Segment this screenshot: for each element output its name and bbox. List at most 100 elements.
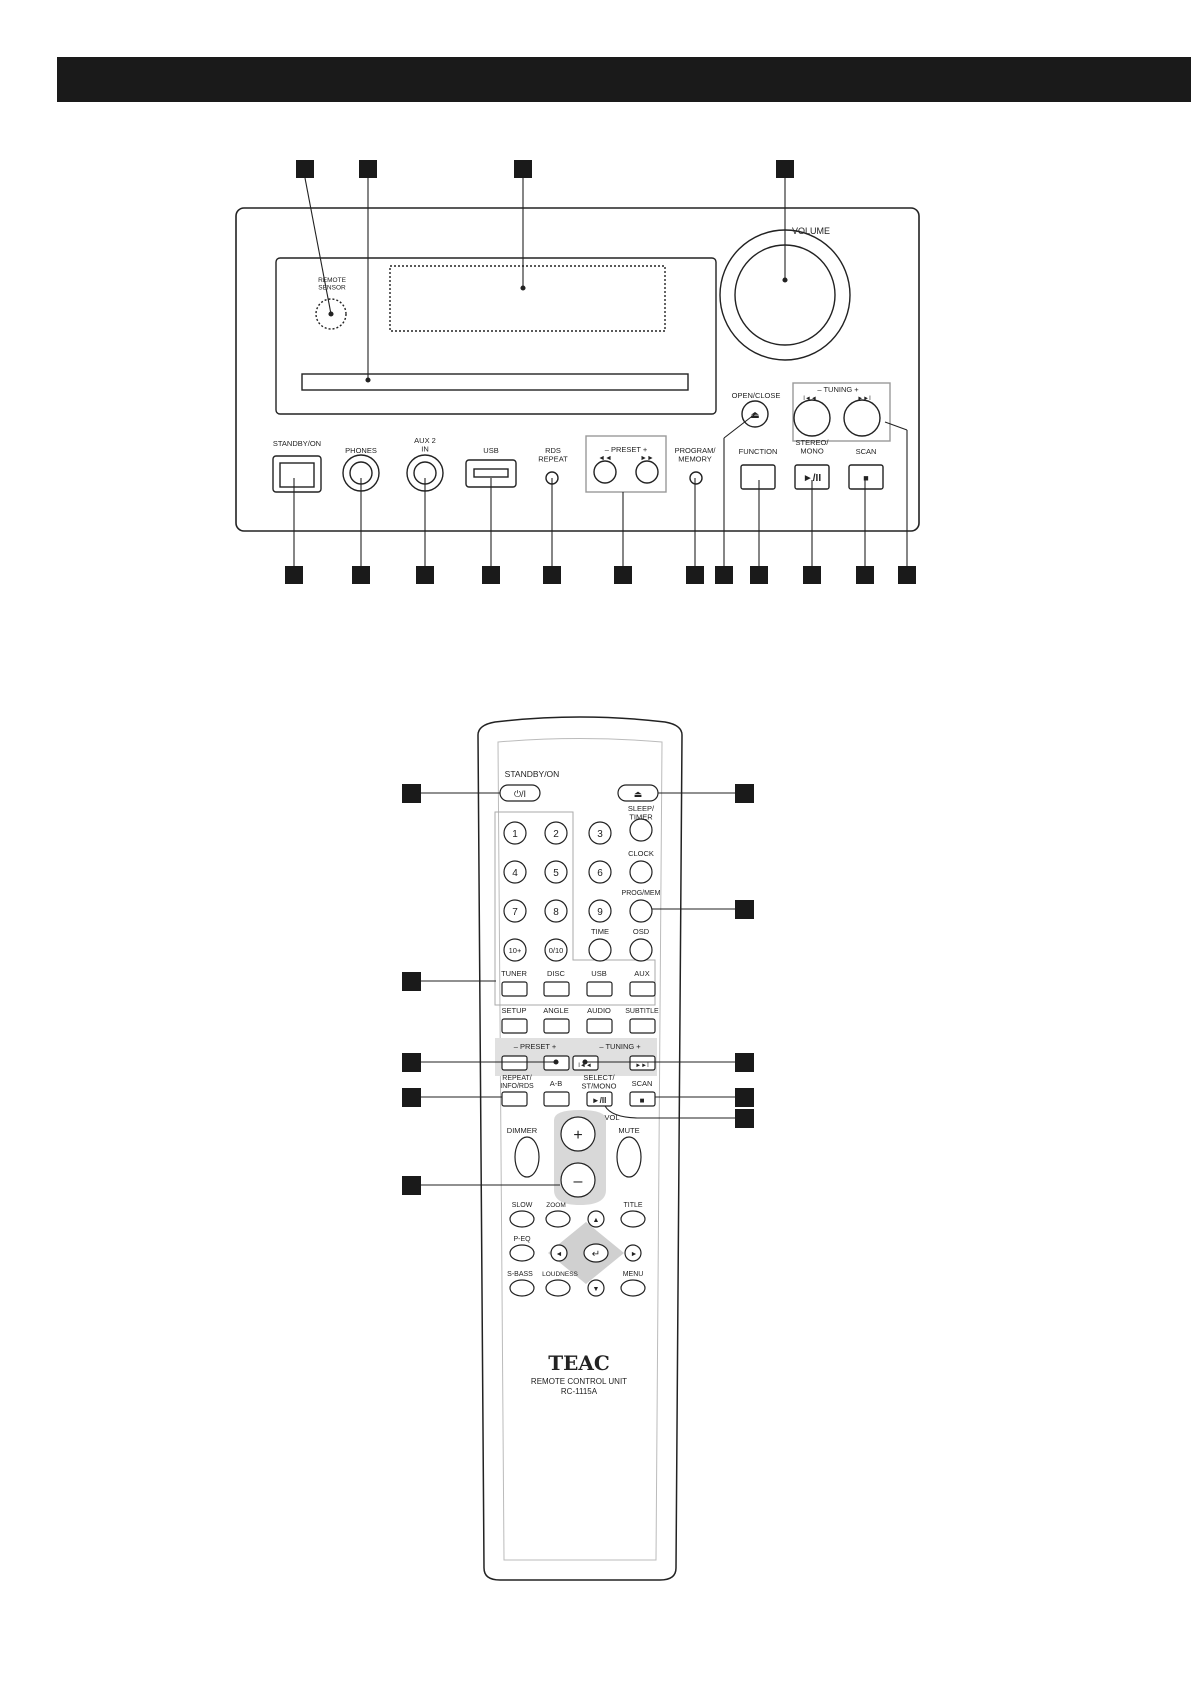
num-button-5[interactable] bbox=[544, 860, 568, 884]
title-button[interactable] bbox=[620, 1210, 646, 1228]
num-button-10plus[interactable] bbox=[503, 938, 527, 962]
remote-scan-button[interactable] bbox=[629, 1091, 656, 1107]
num-label-4: 4 bbox=[512, 868, 518, 879]
peq-button[interactable] bbox=[509, 1244, 535, 1262]
standby-label: STANDBY/ON bbox=[273, 439, 321, 448]
tuner-source-button[interactable] bbox=[501, 981, 528, 997]
callout-box bbox=[296, 160, 314, 178]
callout-box bbox=[285, 566, 303, 584]
audio-button[interactable] bbox=[586, 1018, 613, 1034]
callout-box bbox=[735, 1088, 754, 1107]
scan-button[interactable] bbox=[848, 464, 884, 490]
num-button-2[interactable] bbox=[544, 821, 568, 845]
repeat-info-button[interactable] bbox=[501, 1091, 528, 1107]
right-button[interactable] bbox=[624, 1244, 642, 1262]
menu-label: MENU bbox=[623, 1271, 644, 1278]
remote-tuning-plus-button[interactable] bbox=[629, 1055, 656, 1071]
open-close-button[interactable] bbox=[741, 400, 769, 428]
num-button-7[interactable] bbox=[503, 899, 527, 923]
sleep-timer-button[interactable] bbox=[629, 818, 653, 842]
vol-label: VOL bbox=[604, 1113, 619, 1122]
title-label: TITLE bbox=[623, 1202, 642, 1209]
peq-label: P-EQ bbox=[513, 1236, 531, 1243]
usb-source-button[interactable] bbox=[586, 981, 613, 997]
zoom-button[interactable] bbox=[545, 1210, 571, 1228]
tuning-minus-button[interactable] bbox=[793, 399, 831, 437]
program-memory-button[interactable] bbox=[689, 471, 703, 485]
clock-button[interactable] bbox=[629, 860, 653, 884]
callout-box bbox=[614, 566, 632, 584]
rew-symbol: ◄◄ bbox=[598, 455, 612, 462]
standby-button[interactable] bbox=[272, 455, 322, 493]
subtitle-button[interactable] bbox=[629, 1018, 656, 1034]
num-button-8[interactable] bbox=[544, 899, 568, 923]
scan-label: SCAN bbox=[856, 447, 877, 456]
remote-buttons bbox=[499, 784, 659, 1297]
preset-minus-button[interactable] bbox=[593, 460, 617, 484]
disc-slot bbox=[301, 373, 689, 391]
callout-box bbox=[735, 1053, 754, 1072]
setup-button[interactable] bbox=[501, 1018, 528, 1034]
time-label: TIME bbox=[591, 927, 609, 936]
callout-box bbox=[416, 566, 434, 584]
up-button[interactable] bbox=[587, 1210, 605, 1228]
right-symbol: ► bbox=[631, 1251, 638, 1258]
stereo-label: STEREO/MONO bbox=[796, 438, 830, 456]
vol-minus-symbol: – bbox=[574, 1173, 583, 1190]
num-button-6[interactable] bbox=[588, 860, 612, 884]
tuning-group-box bbox=[792, 382, 891, 442]
sbass-label: S-BASS bbox=[507, 1271, 533, 1278]
left-button[interactable] bbox=[550, 1244, 568, 1262]
progmem-button[interactable] bbox=[629, 899, 653, 923]
remote-preset-minus-button[interactable] bbox=[501, 1055, 528, 1071]
display-area bbox=[389, 265, 666, 332]
loudness-label: LOUDNESS bbox=[542, 1271, 578, 1278]
num-label-10plus: 10+ bbox=[509, 946, 522, 955]
vol-plus-symbol: + bbox=[573, 1127, 582, 1144]
callout-box bbox=[359, 160, 377, 178]
loudness-button[interactable] bbox=[545, 1279, 571, 1297]
remote-play-pause-symbol: ►/II bbox=[592, 1096, 607, 1105]
select-play-button[interactable] bbox=[586, 1091, 613, 1107]
remote-preset-label: – PRESET + bbox=[514, 1042, 557, 1051]
callout-box bbox=[735, 1109, 754, 1128]
play-pause-symbol: ►/II bbox=[803, 473, 821, 484]
num-label-5: 5 bbox=[553, 868, 559, 879]
tuning-plus-button[interactable] bbox=[843, 399, 881, 437]
setup-label: SETUP bbox=[501, 1006, 526, 1015]
sbass-button[interactable] bbox=[509, 1279, 535, 1297]
slow-button[interactable] bbox=[509, 1210, 535, 1228]
menu-button[interactable] bbox=[620, 1279, 646, 1297]
aux-source-button[interactable] bbox=[629, 981, 656, 997]
preset-plus-button[interactable] bbox=[635, 460, 659, 484]
num-button-1[interactable] bbox=[503, 821, 527, 845]
num-button-9[interactable] bbox=[588, 899, 612, 923]
num-label-1: 1 bbox=[512, 829, 518, 840]
down-button[interactable] bbox=[587, 1279, 605, 1297]
num-button-3[interactable] bbox=[588, 821, 612, 845]
stop-symbol: ■ bbox=[863, 473, 868, 483]
num-button-4[interactable] bbox=[503, 860, 527, 884]
time-button[interactable] bbox=[588, 938, 612, 962]
osd-button[interactable] bbox=[629, 938, 653, 962]
dimmer-button[interactable] bbox=[514, 1136, 540, 1178]
leader-dot bbox=[520, 285, 526, 291]
mute-button[interactable] bbox=[616, 1136, 642, 1178]
num-button-0-10[interactable] bbox=[544, 938, 568, 962]
vol-minus-button[interactable] bbox=[560, 1162, 596, 1198]
ab-button[interactable] bbox=[543, 1091, 570, 1107]
enter-button[interactable] bbox=[583, 1243, 609, 1263]
slow-label: SLOW bbox=[512, 1202, 533, 1209]
angle-button[interactable] bbox=[543, 1018, 570, 1034]
vol-plus-button[interactable] bbox=[560, 1116, 596, 1152]
num-label-7: 7 bbox=[512, 907, 518, 918]
disc-source-button[interactable] bbox=[543, 981, 570, 997]
function-button[interactable] bbox=[740, 464, 776, 490]
callout-box bbox=[735, 784, 754, 803]
num-label-9: 9 bbox=[597, 907, 603, 918]
remote-unit-label: REMOTE CONTROL UNIT bbox=[531, 1377, 627, 1386]
progmem-label: PROG/MEM bbox=[622, 890, 661, 897]
